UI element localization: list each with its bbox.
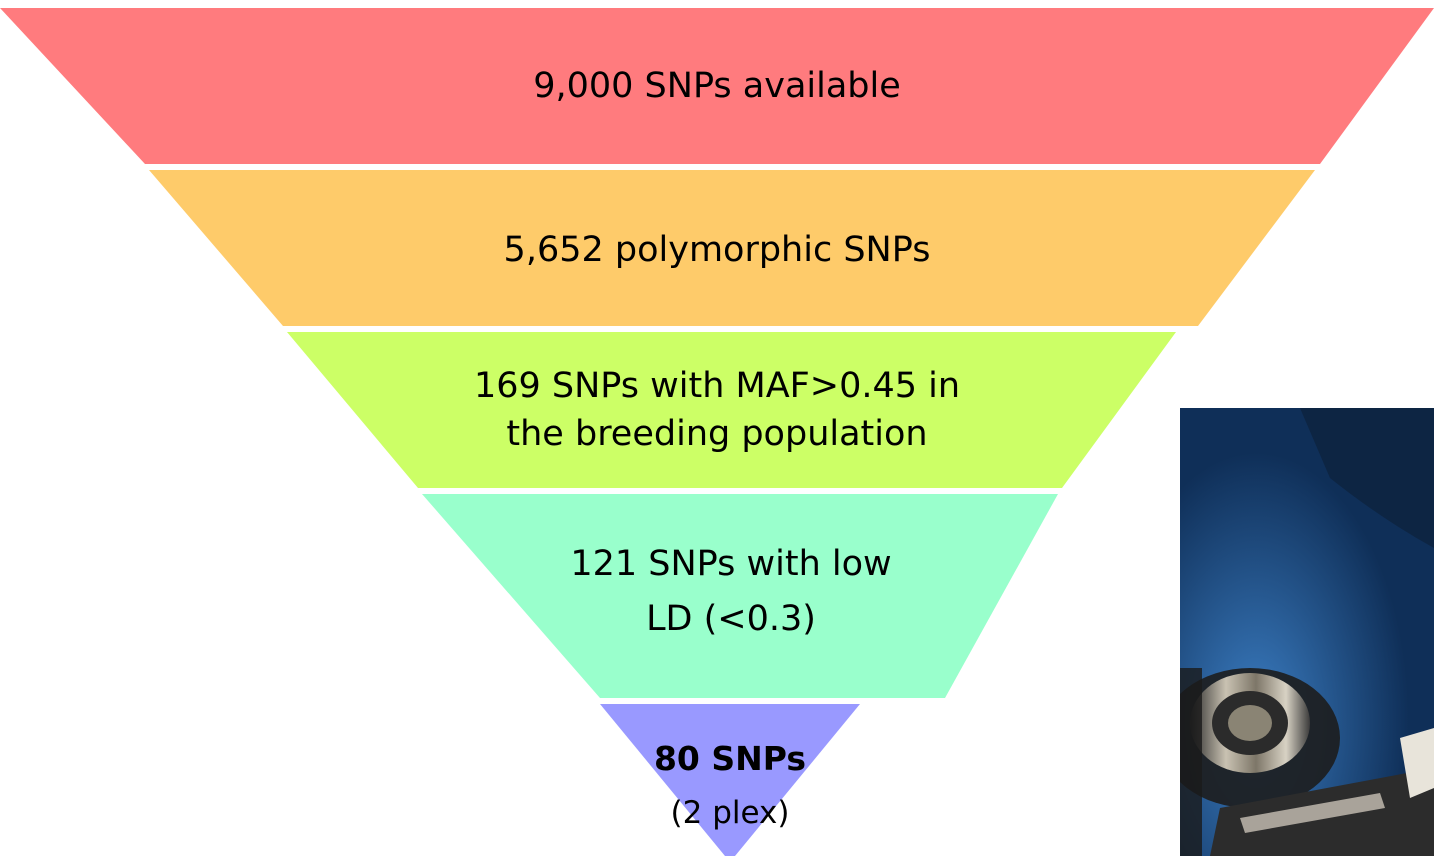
funnel-tier-5-shape: [600, 704, 860, 856]
tier-2-text: 5,652 polymorphic SNPs: [503, 230, 931, 270]
funnel-tier-1-shape: [0, 8, 1434, 164]
instrument-photo-image: [1180, 408, 1434, 856]
tier-4-text-line-1: 121 SNPs with low: [570, 544, 892, 584]
tier-3-text-line-2: the breeding population: [506, 414, 928, 454]
funnel-tier-2-label: 5,652 polymorphic SNPs: [0, 226, 1434, 274]
funnel-tier-1-label: 9,000 SNPs available: [0, 62, 1434, 110]
tier-5-text-sub: (2 plex): [670, 795, 790, 831]
tier-5-text-bold: 80 SNPs: [653, 739, 807, 778]
tier-4-text-line-2: LD (<0.3): [646, 599, 816, 639]
funnel-tier-5-label: 80 SNPs (2 plex): [0, 738, 1434, 834]
funnel-tier-4-label: 121 SNPs with low LD (<0.3): [0, 538, 1434, 648]
tier-3-text-line-1: 169 SNPs with MAF>0.45 in: [473, 366, 961, 406]
instrument-photo: [1180, 408, 1434, 856]
funnel-tier-3-shape: [287, 332, 1176, 488]
funnel-tier-3-label: 169 SNPs with MAF>0.45 in the breeding p…: [0, 362, 1434, 458]
funnel-tier-2-shape: [149, 170, 1315, 326]
funnel-tier-4-shape: [422, 494, 1058, 698]
tier-1-text: 9,000 SNPs available: [533, 66, 901, 106]
